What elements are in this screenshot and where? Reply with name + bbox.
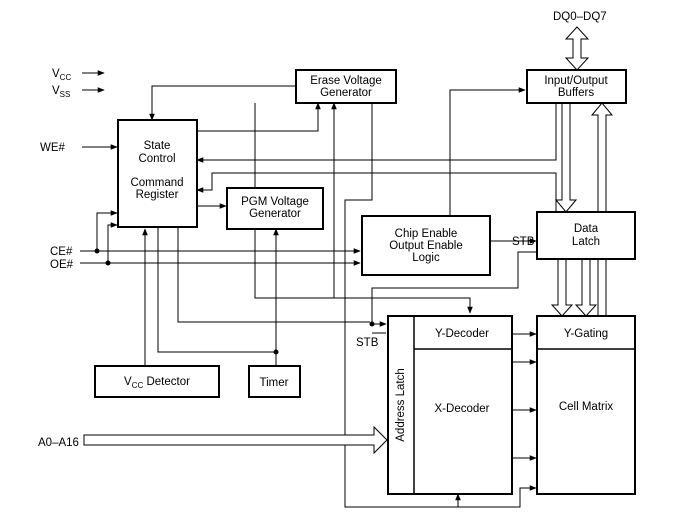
vcc-pin-label: VCC xyxy=(52,68,71,82)
chip-enable-block xyxy=(361,215,491,276)
data-latch-label-2: Latch xyxy=(572,236,600,248)
address-bus-arrow xyxy=(83,425,388,455)
connections xyxy=(80,70,557,508)
ce-junction xyxy=(94,248,100,254)
address-pin-label: A0–A16 xyxy=(38,437,79,449)
we-pin-label: WE# xyxy=(40,142,66,154)
oe-junction xyxy=(105,260,111,266)
io-to-state xyxy=(196,103,557,163)
pgm-gen-label-1: PGM Voltage xyxy=(241,196,309,208)
state-to-timer xyxy=(157,227,276,353)
state-to-erase xyxy=(197,102,321,132)
timer-label: Timer xyxy=(260,377,289,389)
io-to-latch-bus xyxy=(554,102,578,213)
chip-enable-label-2: Output Enable xyxy=(389,240,463,252)
io-buffers-block xyxy=(526,69,627,104)
state-erase-top xyxy=(149,85,296,121)
ce-to-state xyxy=(96,210,118,251)
erase-gen-label-1: Erase Voltage xyxy=(310,75,382,87)
vcc-detector-block xyxy=(94,365,220,398)
x-decoder-label: X-Decoder xyxy=(435,403,490,415)
blocks xyxy=(94,69,636,495)
stb-data-line xyxy=(371,251,536,324)
state-control-label-2: Control xyxy=(138,153,175,165)
labels: VCC VSS WE# CE# OE# A0–A16 DQ0–DQ7 State… xyxy=(38,11,613,449)
latch-feedback xyxy=(196,172,557,211)
pgm-voltage-generator-block xyxy=(226,187,324,230)
stb-addr-label: STB xyxy=(356,337,379,349)
data-latch-block xyxy=(536,211,636,260)
matrix-to-io-bus xyxy=(590,102,614,317)
data-latch-label-1: Data xyxy=(574,223,599,235)
latch-to-ygate-bus-2 xyxy=(574,258,598,317)
erase-gen-label-2: Generator xyxy=(320,87,372,99)
erase-to-matrix xyxy=(344,103,537,508)
cell-matrix-label: Cell Matrix xyxy=(559,401,614,413)
cell-block xyxy=(536,315,636,495)
command-register-label-1: Command xyxy=(130,177,183,189)
state-to-addr xyxy=(177,227,370,323)
io-buffers-label-2: Buffers xyxy=(558,87,594,99)
timer-block xyxy=(248,365,301,398)
io-buffers-label-1: Input/Output xyxy=(544,75,608,87)
latch-to-ygate-bus-1 xyxy=(550,258,574,317)
timer-junction xyxy=(273,349,279,355)
y-decoder-label: Y-Decoder xyxy=(435,328,489,340)
state-control-label-1: State xyxy=(144,140,171,152)
ce-pin-label: CE# xyxy=(50,246,73,258)
state-control-block xyxy=(117,119,198,228)
erase-voltage-generator-block xyxy=(295,69,397,104)
pgm-to-decoder xyxy=(254,230,473,314)
ce-to-io xyxy=(449,87,526,216)
chip-enable-label-1: Chip Enable xyxy=(395,228,458,240)
address-latch-label: Address Latch xyxy=(395,368,407,442)
dq-bus-arrow xyxy=(564,26,590,71)
y-gating-label: Y-Gating xyxy=(564,328,608,340)
vcc-detector-label: VCC Detector xyxy=(124,376,190,390)
stb-data-label: STB xyxy=(512,236,535,248)
decoder-block xyxy=(387,315,513,495)
pgm-gen-label-2: Generator xyxy=(249,208,301,220)
dq-pin-label: DQ0–DQ7 xyxy=(553,11,607,23)
oe-pin-label: OE# xyxy=(50,259,74,271)
vss-pin-label: VSS xyxy=(52,85,70,99)
oe-to-state xyxy=(107,222,118,263)
chip-enable-label-3: Logic xyxy=(412,252,440,264)
command-register-label-2: Register xyxy=(136,189,179,201)
